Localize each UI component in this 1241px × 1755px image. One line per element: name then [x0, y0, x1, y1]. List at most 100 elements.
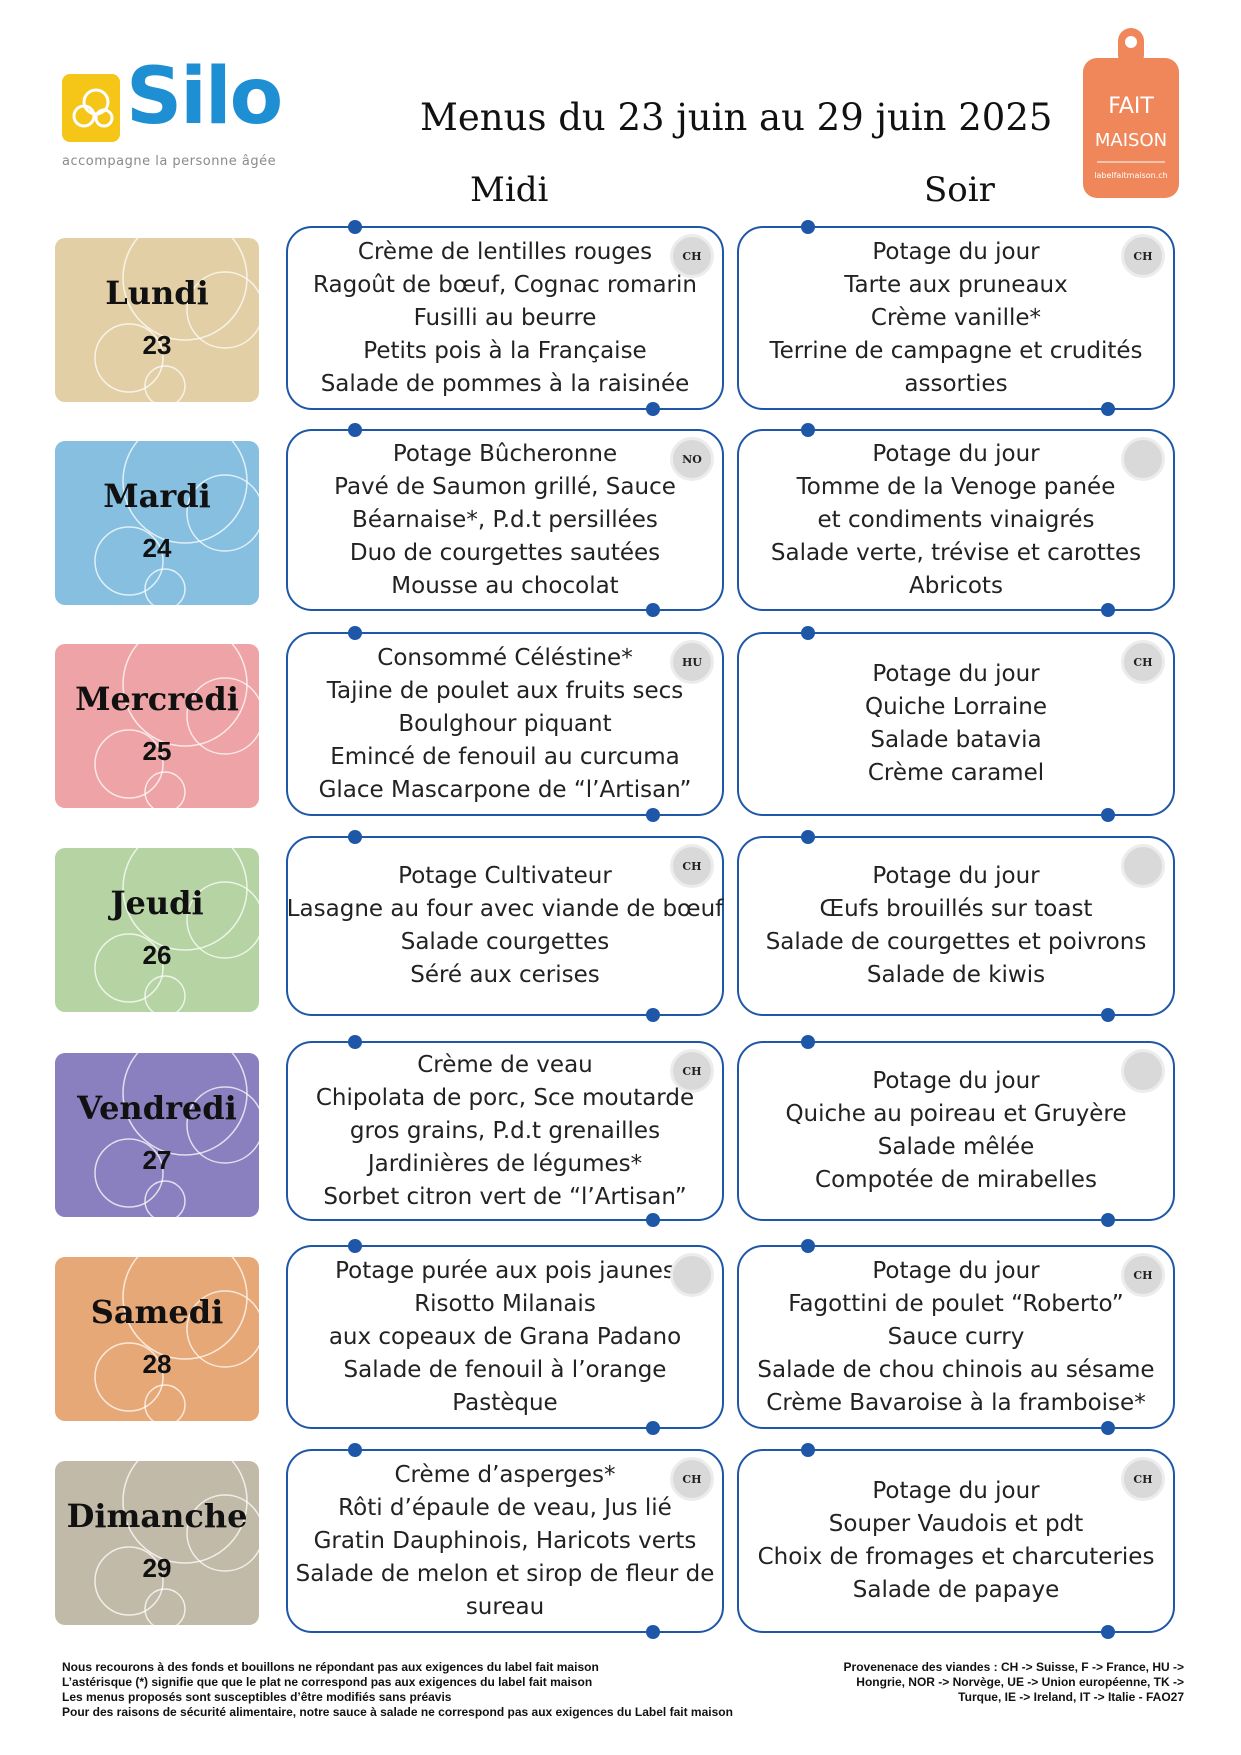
menu-line: Chipolata de porc, Sce moutarde: [315, 1084, 695, 1111]
origin-badge: CH: [670, 1457, 714, 1501]
origin-badge: CH: [670, 234, 714, 278]
decorative-circles-icon: [94, 238, 259, 402]
card-dot: [1101, 402, 1115, 416]
day-name: Jeudi: [110, 884, 204, 922]
day-number: 23: [142, 330, 172, 360]
menu-line: Crème Bavaroise à la framboise*: [766, 1389, 1146, 1416]
menu-line: sureau: [465, 1593, 545, 1620]
decorative-circles-icon: [94, 1257, 259, 1421]
origin-badge: CH: [1121, 640, 1165, 684]
card-dot: [801, 1239, 815, 1253]
menu-line: Pavé de Saumon grillé, Sauce: [334, 473, 676, 500]
decorative-circles-icon: [94, 1053, 259, 1217]
card-dot: [801, 626, 815, 640]
day-name: Vendredi: [77, 1089, 237, 1127]
menu-line: Quiche Lorraine: [865, 694, 1047, 720]
footer-note: Pour des raisons de sécurité alimentaire…: [62, 1705, 733, 1719]
badge-url: labelfaitmaison.ch: [1094, 171, 1168, 180]
day-number: 29: [142, 1553, 172, 1583]
menu-line: Salade de chou chinois au sésame: [757, 1356, 1155, 1383]
day-name: Mardi: [103, 477, 211, 515]
card-dot: [1101, 1625, 1115, 1639]
origin-badge: CH: [1121, 1457, 1165, 1501]
menu-line: Crème caramel: [867, 760, 1045, 786]
origin-badge: [1121, 844, 1165, 888]
menu-line: gros grains, P.d.t grenailles: [349, 1117, 661, 1144]
menu-line: Séré aux cerises: [410, 962, 600, 988]
origin-badge: HU: [670, 640, 714, 684]
badge-line2: MAISON: [1095, 130, 1167, 151]
footer-note: Nous recourons à des fonds et bouillons …: [62, 1660, 599, 1674]
menu-line: Potage du jour: [872, 238, 1040, 265]
menu-line: Risotto Milanais: [414, 1290, 596, 1317]
day-name: Mercredi: [75, 680, 239, 718]
menu-line: Potage Cultivateur: [398, 863, 612, 889]
card-dot: [646, 603, 660, 617]
silo-logo: Silo accompagne la personne âgée: [62, 58, 312, 182]
decorative-circles-icon: [94, 644, 259, 808]
decorative-circles-icon: [94, 441, 259, 605]
brand-tagline: accompagne la personne âgée: [62, 154, 277, 169]
menu-line: Salade de pommes à la raisinée: [320, 370, 690, 397]
menu-line: Salade de kiwis: [866, 962, 1046, 988]
card-dot: [1101, 1008, 1115, 1022]
menu-line: Compotée de mirabelles: [815, 1167, 1097, 1193]
card-dot: [348, 220, 362, 234]
menu-line: Emincé de fenouil au curcuma: [330, 743, 680, 770]
day-name: Dimanche: [66, 1497, 248, 1535]
menu-lines: Consommé Céléstine*Tajine de poulet aux …: [319, 642, 692, 807]
menu-line: Abricots: [909, 572, 1003, 599]
menu-line: Gratin Dauphinois, Haricots verts: [313, 1527, 697, 1554]
day-name: Lundi: [105, 274, 209, 312]
menu-line: Ragoût de bœuf, Cognac romarin: [313, 271, 697, 298]
menu-line: Fusilli au beurre: [413, 304, 597, 331]
card-dot: [646, 1421, 660, 1435]
decorative-circles-icon: [94, 1461, 259, 1625]
menu-line: Crème vanille*: [870, 304, 1042, 331]
menu-line: Souper Vaudois et pdt: [828, 1511, 1084, 1537]
card-dot: [646, 1213, 660, 1227]
menu-line: assorties: [904, 370, 1008, 397]
menu-line: Fagottini de poulet “Roberto”: [788, 1290, 1124, 1317]
origin-badge: CH: [670, 844, 714, 888]
menu-line: Salade courgettes: [400, 929, 610, 955]
menu-line: Salade de papaye: [852, 1577, 1060, 1603]
card-dot: [801, 423, 815, 437]
menu-line: Glace Mascarpone de “l’Artisan”: [318, 776, 692, 803]
day-tile-dimanche: Dimanche 29: [55, 1461, 259, 1625]
menu-line: Potage du jour: [872, 440, 1040, 467]
menu-line: Crème de veau: [417, 1051, 593, 1078]
menu-line: Duo de courgettes sautées: [349, 539, 661, 566]
day-number: 28: [142, 1349, 172, 1379]
footer-meat-origin: Provenenace des viandes : CH -> Suisse, …: [780, 1660, 1184, 1705]
card-dot: [348, 626, 362, 640]
footer-origin-line: Turque, IE -> Ireland, IT -> Italie - FA…: [958, 1690, 1184, 1704]
menu-line: Lasagne au four avec viande de bœuf: [286, 896, 724, 922]
menu-line: Quiche au poireau et Gruyère: [785, 1101, 1127, 1127]
menu-line: Salade batavia: [870, 727, 1042, 753]
fait-maison-badge: FAIT MAISON labelfaitmaison.ch: [1083, 28, 1179, 198]
menu-line: Tarte aux pruneaux: [844, 271, 1068, 298]
day-number: 26: [142, 940, 172, 970]
